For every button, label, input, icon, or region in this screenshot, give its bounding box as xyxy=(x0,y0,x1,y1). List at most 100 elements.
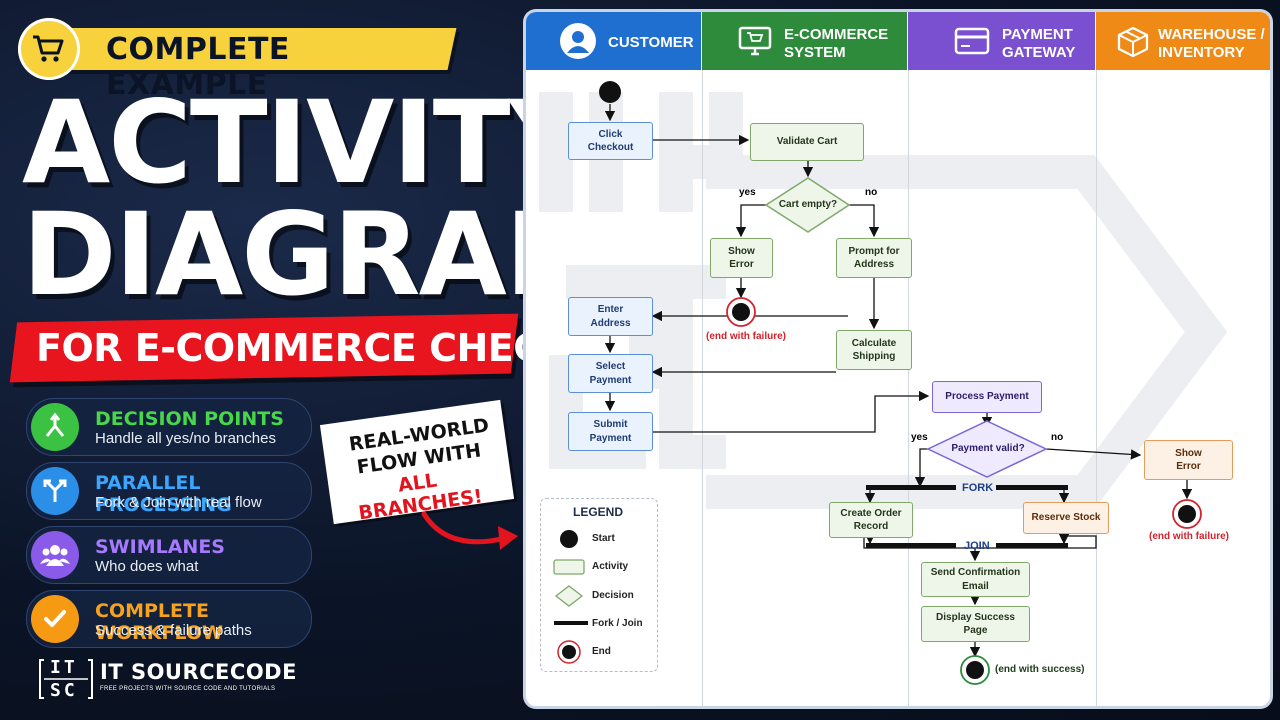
lane-title-line-1: E-COMMERCE xyxy=(784,26,889,43)
decision-label: Cart empty? xyxy=(778,199,838,210)
lane-header-customer: CUSTOMER xyxy=(526,12,701,70)
start-node xyxy=(599,81,621,103)
title-line-2: DIAGRAM xyxy=(22,188,618,321)
node-label: Validate Cart xyxy=(776,136,838,148)
end-failure-label: (end with failure) xyxy=(1149,531,1229,542)
legend-fork-join: Fork / Join xyxy=(592,618,643,629)
legend-start: Start xyxy=(592,533,615,544)
check-icon xyxy=(31,595,79,643)
user-icon xyxy=(560,23,596,59)
connectors xyxy=(553,81,1202,685)
header-badge: COMPLETE EXAMPLE xyxy=(18,18,457,102)
node-label: Send Confirmation xyxy=(930,567,1021,578)
logo-name: IT SOURCECODE xyxy=(100,660,297,684)
node-label: Click xyxy=(598,128,623,140)
feature-title: SWIMLANES xyxy=(95,536,225,558)
lane-header-bg xyxy=(1096,12,1270,70)
node-label: Record xyxy=(853,521,889,532)
feature-subtitle: Success & failure paths xyxy=(95,622,252,639)
users-icon xyxy=(31,531,79,579)
feature-subtitle: Who does what xyxy=(95,558,199,575)
fork-icon xyxy=(31,467,79,515)
lane-header-payment: PAYMENT GATEWAY xyxy=(908,12,1095,70)
lane-title: E-COMMERCE SYSTEM xyxy=(784,26,888,62)
lane-title-line-2: GATEWAY xyxy=(1002,44,1076,61)
lane-header-warehouse: WAREHOUSE / INVENTORY xyxy=(1096,12,1270,70)
node-label: Show xyxy=(1175,447,1202,459)
legend-title: LEGEND xyxy=(572,505,623,519)
monitor-cart-icon xyxy=(738,26,772,62)
credit-card-icon xyxy=(954,26,990,60)
feature-title: PARALLEL PROCESSING xyxy=(95,472,232,516)
lane-header-ecommerce: E-COMMERCE SYSTEM xyxy=(702,12,907,70)
feature-parallel-processing: PARALLEL PROCESSING Fork & Join with rea… xyxy=(26,462,312,520)
node-label: Process Payment xyxy=(945,391,1029,403)
badge-text: COMPLETE EXAMPLE xyxy=(106,32,290,102)
feature-swimlanes: SWIMLANES Who does what xyxy=(26,526,312,584)
lane-divider xyxy=(702,70,703,706)
node-label: Calculate xyxy=(851,337,897,349)
lane-title-line-2: SYSTEM xyxy=(784,44,846,61)
lane-title: PAYMENT GATEWAY xyxy=(1002,26,1075,62)
legend-activity: Activity xyxy=(592,561,629,572)
feature-subtitle: Fork & Join with real flow xyxy=(95,494,262,511)
lane-divider xyxy=(1096,70,1097,706)
node-label: Payment xyxy=(589,374,632,386)
decision-payment-valid xyxy=(926,420,1048,478)
lane-divider xyxy=(908,70,909,706)
node-label: Reserve Stock xyxy=(1031,512,1101,524)
node-validate-cart: Validate Cart xyxy=(750,123,864,161)
lane-header-bg xyxy=(908,12,1095,70)
end-success-label: (end with success) xyxy=(995,664,1085,675)
activity-diagram: CUSTOMER E-COMMERCE SYSTEM PAYMENT GATEW… xyxy=(526,12,1270,706)
fork-bar xyxy=(866,485,956,490)
join-bar xyxy=(996,543,1068,548)
node-label: Checkout xyxy=(587,142,634,153)
legend-decision: Decision xyxy=(592,590,634,601)
logo-mark-top: IT xyxy=(50,657,78,678)
decision-cart-empty xyxy=(764,177,851,233)
node-label: Address xyxy=(590,317,631,329)
label-yes: yes xyxy=(739,187,756,198)
fork-label: FORK xyxy=(962,482,994,494)
lane-title: CUSTOMER xyxy=(608,34,694,51)
node-process-payment: Process Payment xyxy=(932,381,1042,413)
title-line-1: ACTIVITY xyxy=(22,76,591,209)
label-no: no xyxy=(1051,432,1064,443)
branch-icon xyxy=(31,403,79,451)
logo-mark-bottom: SC xyxy=(50,680,78,701)
itsc-logo-icon: IT SC xyxy=(38,656,94,702)
cart-icon xyxy=(18,18,80,80)
legend-end: End xyxy=(592,646,611,657)
feature-subtitle: Handle all yes/no branches xyxy=(95,430,276,447)
node-label: Page xyxy=(963,625,988,636)
legend xyxy=(540,498,658,672)
join-bar xyxy=(866,543,956,548)
label-yes: yes xyxy=(911,432,928,443)
node-label: Payment xyxy=(589,432,632,444)
node-label: Shipping xyxy=(852,351,896,362)
node-label: Enter xyxy=(597,304,624,315)
node-label: Show xyxy=(728,245,755,257)
decision-label: Payment valid? xyxy=(951,443,1025,454)
node-label: Create Order xyxy=(840,507,902,519)
feature-decision-points: DECISION POINTS Handle all yes/no branch… xyxy=(26,398,312,456)
end-failure-label: (end with failure) xyxy=(706,331,786,342)
node-label: Select xyxy=(595,361,626,372)
join-label: JOIN xyxy=(964,540,990,552)
lane-title-line-1: PAYMENT xyxy=(1002,26,1073,43)
node-label: Email xyxy=(962,580,989,592)
feature-title: DECISION POINTS xyxy=(95,408,284,430)
lane-title: WAREHOUSE / INVENTORY xyxy=(1158,26,1265,62)
logo-tagline: FREE PROJECTS WITH SOURCE CODE AND TUTOR… xyxy=(100,686,276,692)
lane-title-line-2: INVENTORY xyxy=(1158,44,1245,61)
label-no: no xyxy=(865,187,878,198)
lane-title-line-1: WAREHOUSE / xyxy=(1158,26,1265,43)
